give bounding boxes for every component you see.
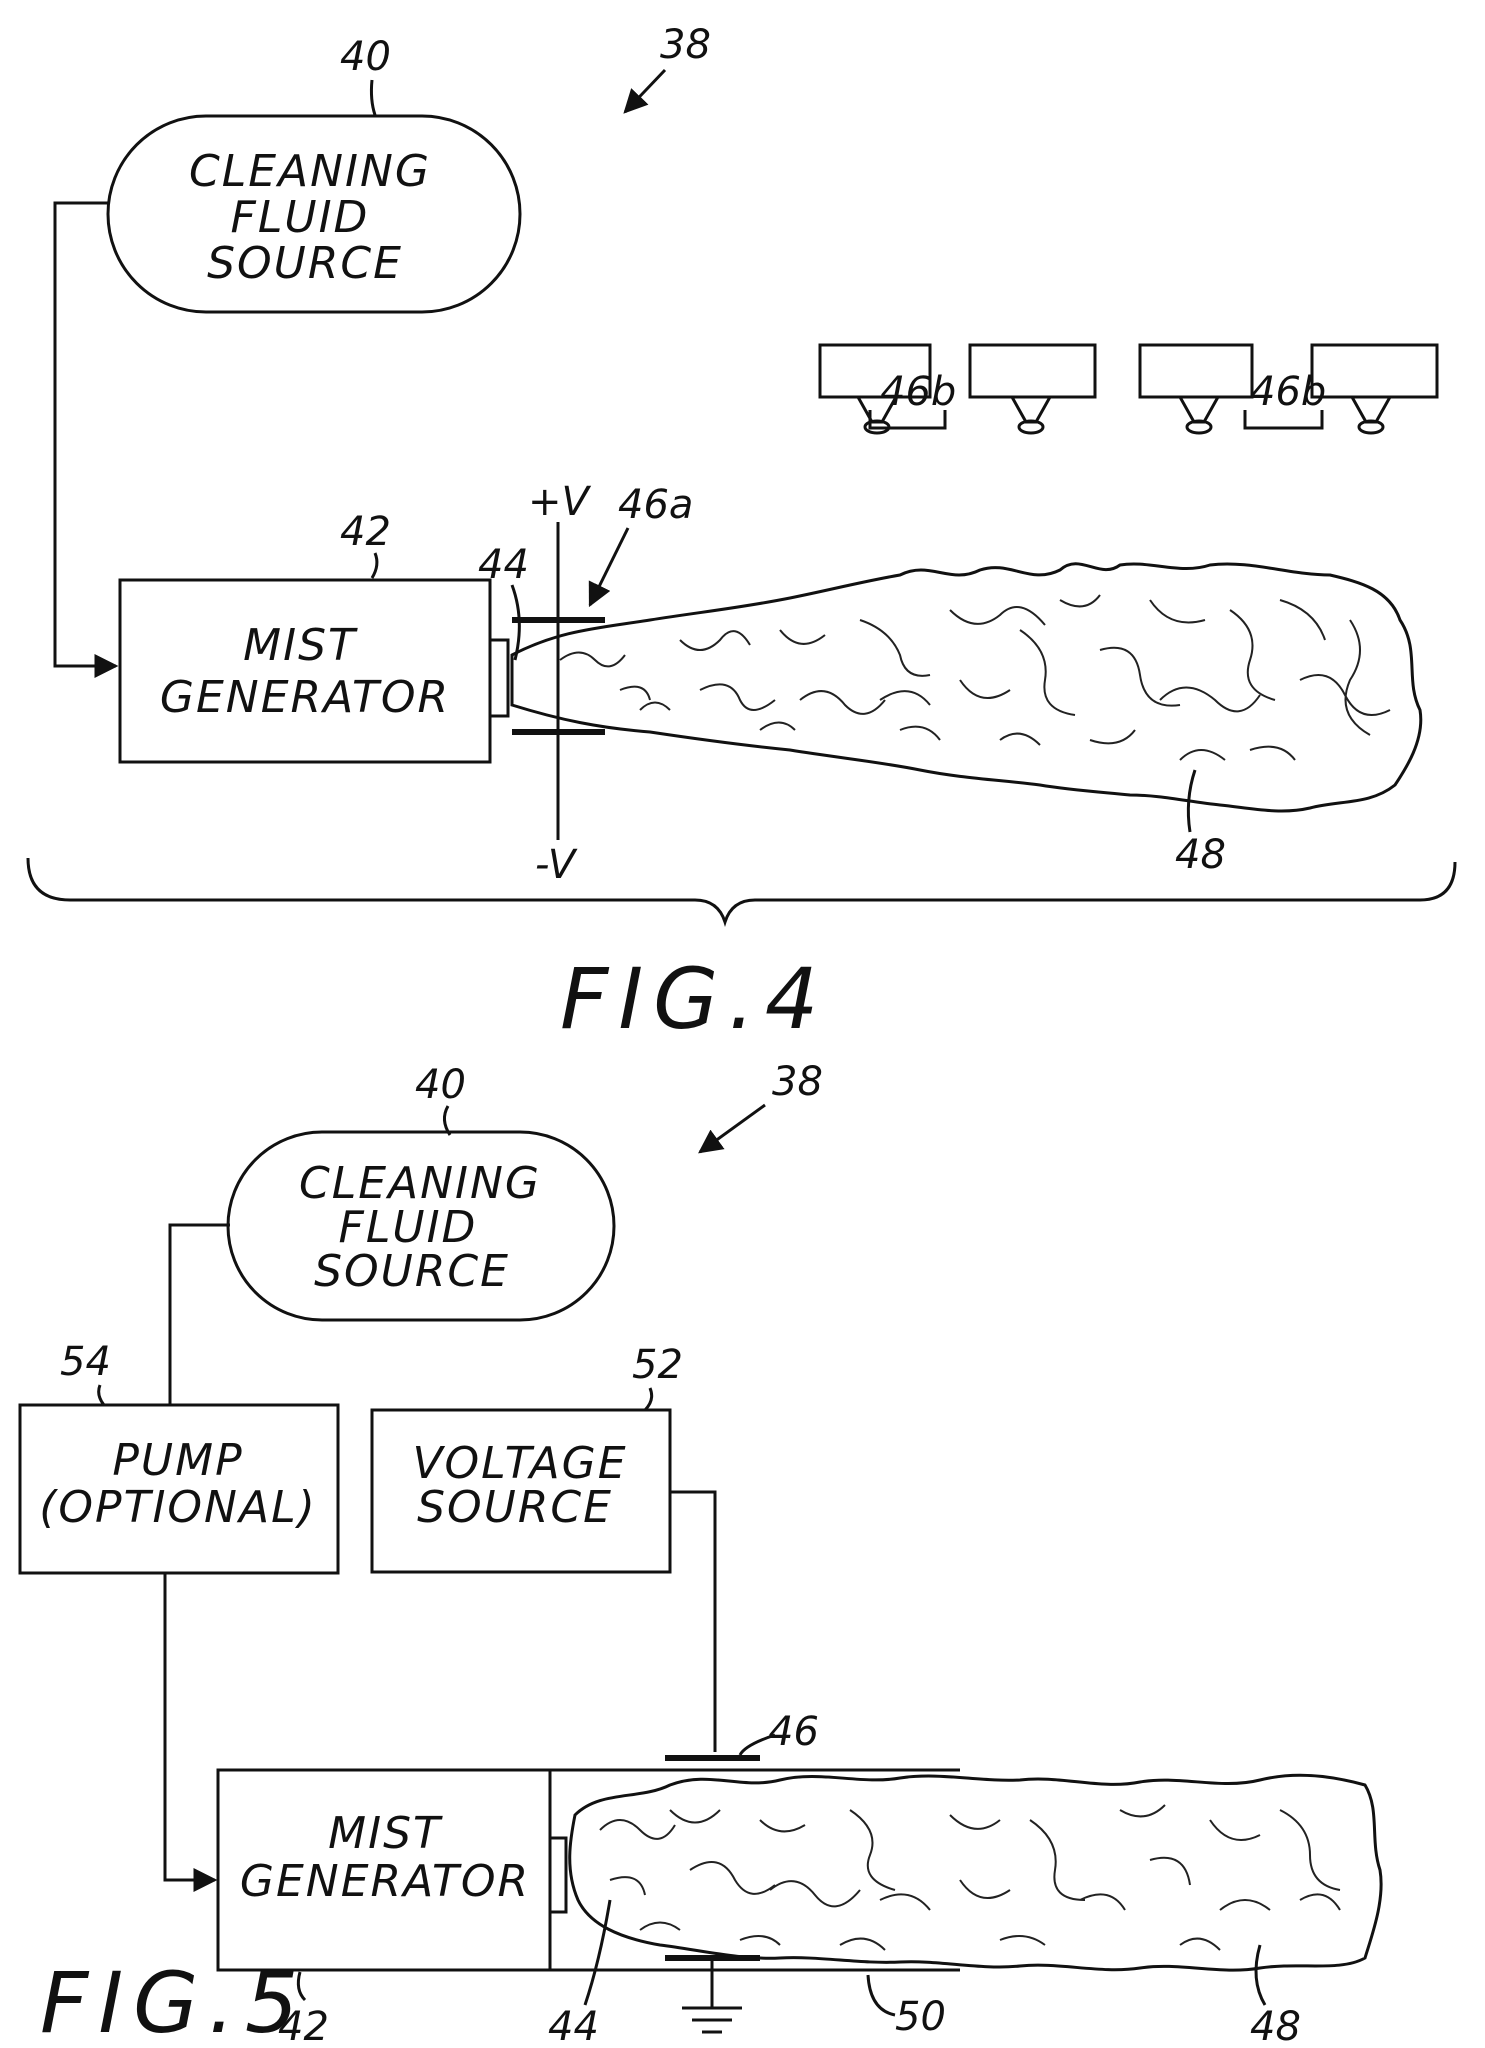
fig4-ref-48: 48 — [1175, 832, 1226, 878]
fig5-source-line-3: SOURCE — [314, 1246, 510, 1297]
fig5-ref-48-leader — [1254, 1944, 1267, 2006]
fig4-brace — [26, 857, 1457, 927]
fig5-ref-44-leader — [583, 1899, 612, 2006]
fig4-mist-plume — [510, 562, 1423, 813]
fig5-pump — [18, 1403, 340, 1575]
fig5-ref-54: 54 — [60, 1339, 111, 1385]
fig5-ref-50-leader — [866, 1974, 896, 2017]
fig5-ref-46-leader — [738, 1733, 776, 1756]
fig4-generator-line-1: MIST — [243, 620, 358, 671]
fig5-voltage-line-2: SOURCE — [417, 1482, 613, 1533]
fig5-mist-plume — [568, 1773, 1383, 1972]
fig4-generator-line-2: GENERATOR — [160, 672, 450, 723]
fig4-minus-v: -V — [535, 842, 578, 888]
fig5-ref-44: 44 — [548, 2004, 599, 2048]
figure-5: 38 40 CLEANING FLUID SOURCE 54 PUMP (OPT… — [18, 1059, 1383, 2048]
fig4-ref-46b-left: 46b — [880, 369, 956, 415]
fig5-ground-icon — [682, 1958, 742, 2034]
fig4-mist-generator — [118, 578, 492, 764]
fig4-ref-46b-right: 46b — [1250, 369, 1326, 415]
fig5-ref-40: 40 — [415, 1062, 466, 1108]
fig5-ref-54-leader — [97, 1384, 106, 1406]
fig4-ref-42: 42 — [340, 509, 391, 555]
fig4-ref-40-leader — [369, 79, 377, 116]
fig4-ref-48-leader — [1186, 769, 1197, 833]
fig5-ref-42-leader — [296, 1971, 307, 2002]
fig4-ref-38-arrow — [623, 68, 667, 114]
fig5-source-pump-line — [168, 1223, 230, 1405]
fig5-ref-38: 38 — [772, 1059, 823, 1105]
fig4-light-3 — [1138, 343, 1254, 435]
fig4-source-line-1: CLEANING — [189, 146, 431, 197]
fig5-ref-46: 46 — [768, 1709, 819, 1755]
fig5-ref-52-leader — [643, 1387, 654, 1412]
fig5-source-line-1: CLEANING — [299, 1158, 541, 1209]
fig4-source-line-3: SOURCE — [207, 238, 403, 289]
fig4-ref-40: 40 — [340, 34, 391, 80]
fig4-ref-46a-arrow — [588, 527, 630, 608]
fig4-ref-46b-right-leader — [1243, 410, 1324, 430]
fig5-ref-52: 52 — [632, 1342, 683, 1388]
fig5-source-line-2: FLUID — [339, 1202, 478, 1253]
fig5-voltage-line-1: VOLTAGE — [412, 1438, 627, 1489]
fig5-generator-line-2: GENERATOR — [240, 1856, 530, 1907]
fig5-ref-42: 42 — [278, 2004, 329, 2048]
fig4-ref-46a: 46a — [618, 482, 693, 528]
fig4-light-1 — [818, 343, 932, 435]
fig4-title: FIG.4 — [560, 950, 828, 1048]
figure-4: 38 40 CLEANING FLUID SOURCE 42 MIST GENE… — [26, 22, 1457, 1048]
fig5-pump-line-2: (OPTIONAL) — [39, 1482, 317, 1533]
fig4-nozzle — [488, 638, 510, 718]
fig5-ref-48: 48 — [1250, 2004, 1301, 2048]
fig4-ref-44: 44 — [478, 542, 529, 588]
fig4-supply-line — [53, 201, 119, 678]
fig5-pump-generator-line — [163, 1573, 218, 1892]
fig4-ref-42-leader — [370, 552, 379, 579]
fig4-ref-38: 38 — [660, 22, 711, 68]
fig4-light-2 — [968, 343, 1097, 435]
fig4-plus-v: +V — [528, 479, 592, 525]
fig5-voltage-line — [670, 1490, 717, 1752]
fig5-title: FIG.5 — [40, 1954, 308, 2048]
fig5-ref-50: 50 — [895, 1994, 946, 2040]
fig4-source-line-2: FLUID — [231, 192, 370, 243]
fig4-light-4 — [1310, 343, 1439, 435]
fig5-nozzle — [548, 1836, 568, 1914]
fig4-cleaning-fluid-source — [106, 114, 522, 314]
fig5-ref-38-arrow — [698, 1103, 766, 1154]
fig5-generator-line-1: MIST — [328, 1808, 443, 1859]
fig5-pump-line-1: PUMP — [112, 1435, 243, 1486]
